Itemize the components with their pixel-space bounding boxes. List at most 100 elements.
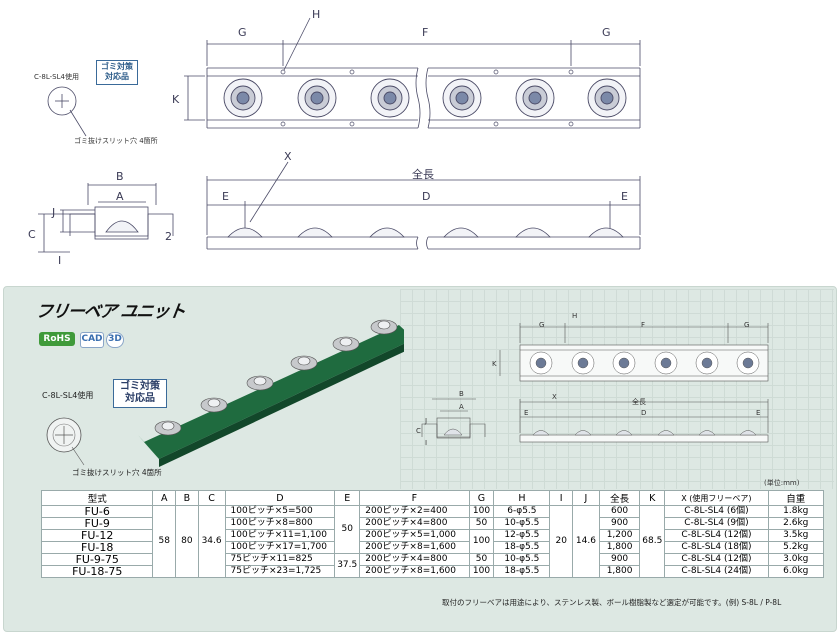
- dim-label-k: K: [172, 93, 180, 106]
- drawing-svg: [38, 17, 641, 253]
- mini-label-g1: G: [539, 321, 545, 329]
- cell-a: 58: [152, 505, 177, 578]
- mini-label-g2: G: [744, 321, 750, 329]
- col-i: I: [549, 490, 573, 506]
- cell-g: 100: [468, 505, 495, 518]
- cell-length: 1,800: [598, 541, 641, 554]
- panel-dust-badge-line1: ゴミ対策: [120, 381, 160, 392]
- dim-label-total-length: 全長: [412, 168, 434, 181]
- unit-label: (単位:mm): [764, 479, 800, 487]
- col-g: G: [468, 490, 495, 506]
- cell-g: 50: [468, 553, 495, 566]
- cell-h: 6-φ5.5: [493, 505, 551, 518]
- cell-weight: 3.0kg: [767, 553, 825, 566]
- 3d-badge[interactable]: 3D: [106, 332, 124, 348]
- top-view-balls: [223, 78, 627, 118]
- col-weight: 自重: [767, 490, 825, 506]
- dim-label-j: J: [52, 206, 56, 219]
- dim-label-2: 2: [165, 230, 172, 243]
- cell-d: 100ピッチ×5=500: [224, 505, 336, 518]
- cell-g: 100: [468, 565, 495, 578]
- side-view-balls: [105, 220, 624, 238]
- cell-h: 12-φ5.5: [493, 529, 551, 542]
- dim-label-g-right: G: [602, 26, 611, 39]
- dim-label-d: D: [422, 190, 431, 203]
- col-a: A: [152, 490, 177, 506]
- cell-weight: 2.6kg: [767, 517, 825, 530]
- cell-j: 14.6: [572, 505, 600, 578]
- cell-f: 200ピッチ×8=1,600: [359, 541, 470, 554]
- footnote: 取付のフリーベアは用途により、ステンレス製、ボール樹脂製など選定が可能です。(例…: [442, 598, 782, 607]
- col-model: 型式: [40, 490, 154, 506]
- catalog-panel: フリーベア ユニット RoHS CAD 3D C-8L-SL4使用 ゴミ対策 対…: [3, 286, 837, 632]
- cell-model: FU-9: [40, 517, 154, 530]
- cell-d: 75ピッチ×23=1,725: [224, 565, 336, 578]
- col-h: H: [493, 490, 551, 506]
- table-row: FU-6 58 80 34.6 100ピッチ×5=500 50 200ピッチ×2…: [40, 505, 825, 578]
- col-c: C: [197, 490, 226, 506]
- col-f: F: [359, 490, 470, 506]
- cell-length: 1,800: [598, 565, 641, 578]
- product-photo: [46, 319, 404, 467]
- cell-f: 200ピッチ×2=400: [359, 505, 470, 518]
- mini-label-b: B: [459, 390, 464, 398]
- grid-background: [400, 289, 834, 489]
- mini-label-a: A: [459, 403, 464, 411]
- mini-label-h: H: [572, 312, 578, 320]
- dim-label-i: I: [58, 254, 62, 267]
- mini-drawing: [421, 323, 769, 443]
- dim-label-b: B: [116, 170, 124, 183]
- dim-label-c: C: [28, 228, 36, 241]
- mini-label-f: F: [641, 321, 646, 329]
- cell-c: 34.6: [197, 505, 226, 578]
- cad-badge[interactable]: CAD: [80, 332, 104, 348]
- cell-d: 75ピッチ×11=825: [224, 553, 336, 566]
- slit-note: ゴミ抜けスリット穴 4箇所: [74, 137, 158, 145]
- cell-g: 100: [468, 529, 495, 554]
- cell-length: 600: [598, 505, 641, 518]
- col-e: E: [334, 490, 361, 506]
- panel-slit-note: ゴミ抜けスリット穴 4箇所: [72, 468, 162, 477]
- cell-length: 900: [598, 553, 641, 566]
- cell-f: 200ピッチ×8=1,600: [359, 565, 470, 578]
- mini-label-total: 全長: [632, 398, 646, 406]
- dust-badge-line1: ゴミ対策: [101, 62, 133, 71]
- mini-label-d: D: [641, 409, 647, 417]
- cell-e: 50: [334, 505, 361, 554]
- mini-label-e2: E: [756, 409, 761, 417]
- dim-label-h: H: [312, 8, 321, 21]
- panel-ball-model-note: C-8L-SL4使用: [42, 391, 94, 400]
- top-drawing: G H F G K B A J C I 2 X 全長 E D E C-8L-SL…: [0, 0, 838, 280]
- dim-label-e-left: E: [222, 190, 229, 203]
- dust-proof-badge: ゴミ対策 対応品: [96, 60, 138, 85]
- cell-x: C-8L-SL4 (18個): [664, 541, 769, 554]
- mini-label-j: J: [425, 417, 428, 425]
- cell-i: 20: [549, 505, 573, 578]
- cell-weight: 5.2kg: [767, 541, 825, 554]
- cell-model: FU-9-75: [40, 553, 154, 566]
- mini-label-i: I: [425, 439, 428, 447]
- table-row: FU-9 100ピッチ×8=800 200ピッチ×4=800 50 10-φ5.…: [40, 517, 825, 530]
- spec-table: 型式 A B C D E F G H I J 全長 K X (使用フリーベア) …: [40, 490, 825, 578]
- table-row: FU-12 100ピッチ×11=1,100 200ピッチ×5=1,000 100…: [40, 529, 825, 554]
- cell-g: 50: [468, 517, 495, 530]
- panel-dust-badge-line2: 対応品: [125, 393, 155, 404]
- cell-model: FU-12: [40, 529, 154, 542]
- mini-label-e1: E: [524, 409, 529, 417]
- cell-weight: 6.0kg: [767, 565, 825, 578]
- mini-label-c: C: [416, 427, 421, 435]
- photo-balls: [154, 319, 398, 436]
- col-k: K: [639, 490, 666, 506]
- mini-label-x: X: [552, 393, 557, 401]
- col-b: B: [175, 490, 199, 506]
- cell-length: 1,200: [598, 529, 641, 542]
- dim-label-a: A: [116, 190, 124, 203]
- dim-label-e-right: E: [621, 190, 628, 203]
- rohs-badge: RoHS: [39, 332, 75, 346]
- dust-badge-line2: 対応品: [105, 72, 129, 81]
- cell-x: C-8L-SL4 (24個): [664, 565, 769, 578]
- cell-model: FU-18-75: [40, 565, 154, 578]
- col-length: 全長: [598, 490, 641, 506]
- table-header-row: 型式 A B C D E F G H I J 全長 K X (使用フリーベア) …: [40, 490, 825, 506]
- cell-x: C-8L-SL4 (12個): [664, 529, 769, 542]
